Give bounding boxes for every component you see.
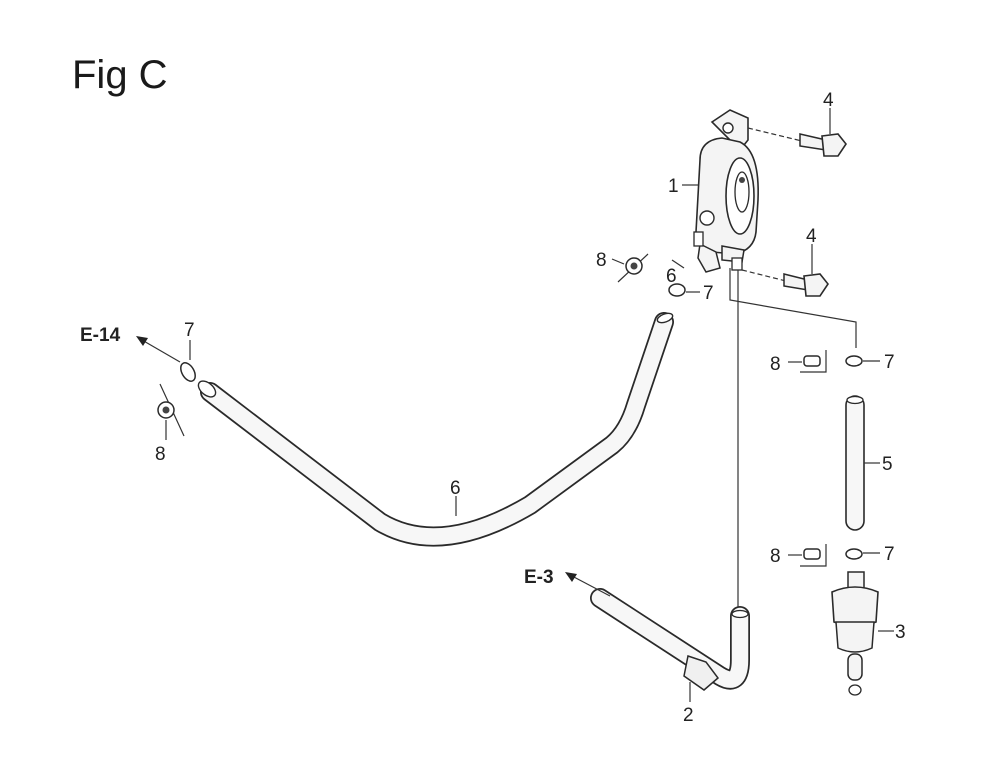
leader-long-hose-end (671, 259, 685, 269)
callout-bolt-upper: 4 (823, 90, 834, 111)
callout-filter: 3 (895, 622, 906, 643)
callout-clip-upper-right: 7 (884, 352, 895, 373)
callout-clamp-upper-right: 8 (770, 354, 781, 375)
callout-clamp-left: 8 (155, 444, 166, 465)
figure-title: Fig C (72, 53, 168, 97)
clamp-upper-right (788, 350, 827, 373)
callout-clip-left: 7 (184, 320, 195, 341)
bolt-lower (741, 244, 829, 297)
fuel-pump (693, 109, 759, 273)
reference-label-left: E-14 (80, 325, 121, 346)
bolt-upper (747, 108, 847, 157)
clip-left (180, 340, 196, 382)
fuel-filter (831, 571, 879, 696)
callout-clamp-pump: 8 (596, 250, 607, 271)
callout-clamp-lower-right: 8 (770, 546, 781, 567)
guide-line-right (729, 268, 857, 348)
clamp-lower-right (788, 544, 827, 567)
clip-upper-right (845, 355, 880, 367)
clamp-pump (611, 253, 649, 283)
callout-clip-pump: 7 (703, 283, 714, 304)
callout-long-hose-end: 6 (666, 266, 677, 287)
elbow-hose (590, 588, 750, 702)
short-hose (845, 395, 865, 531)
clamp-left (157, 383, 185, 440)
reference-arrow-left (136, 336, 181, 363)
callout-elbow-hose: 2 (683, 705, 694, 726)
reference-label-lower: E-3 (524, 567, 554, 588)
callout-bolt-lower: 4 (806, 226, 817, 247)
reference-arrow-lower (565, 572, 611, 597)
callout-clip-lower-right: 7 (884, 544, 895, 565)
clip-lower-right (845, 548, 880, 560)
callout-long-hose: 6 (450, 478, 461, 499)
callout-short-hose: 5 (882, 454, 893, 475)
long-hose (197, 312, 674, 547)
callout-pump: 1 (668, 176, 679, 197)
clip-pump (668, 283, 700, 297)
